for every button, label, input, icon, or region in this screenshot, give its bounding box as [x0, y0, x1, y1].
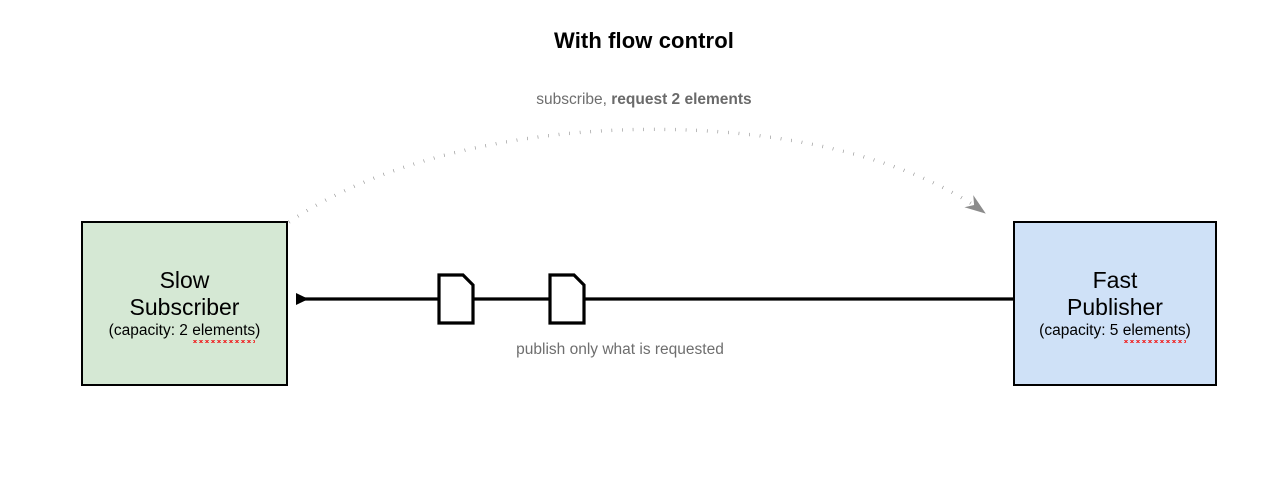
page-title: With flow control — [554, 28, 734, 53]
node-slow-subscriber-title: Slow Subscriber — [129, 267, 240, 320]
subscribe-request-label: subscribe, request 2 elements — [0, 92, 1288, 108]
capacity-word-misspelled: elements — [192, 321, 256, 343]
flow-element-1 — [437, 273, 475, 325]
node-fast-publisher-title: Fast Publisher — [1067, 267, 1163, 320]
flow-element-2 — [548, 273, 586, 325]
subscribe-label-request: request 2 elements — [611, 91, 752, 108]
node-fast-publisher[interactable]: Fast Publisher (capacity: 5 elements) — [1013, 221, 1217, 386]
capacity-suffix: ) — [1185, 321, 1191, 339]
node-slow-subscriber[interactable]: Slow Subscriber (capacity: 2 elements) — [81, 221, 288, 386]
subscribe-label-prefix: subscribe, — [536, 91, 612, 108]
capacity-prefix: (capacity: 2 — [108, 321, 193, 339]
node-fast-publisher-capacity: (capacity: 5 elements) — [1039, 321, 1191, 343]
capacity-word-misspelled: elements — [1122, 321, 1186, 343]
request-edge-dotted-arc — [288, 127, 986, 224]
node-slow-subscriber-capacity: (capacity: 2 elements) — [108, 321, 261, 343]
capacity-suffix: ) — [255, 321, 261, 339]
capacity-prefix: (capacity: 5 — [1039, 321, 1123, 339]
publish-label: publish only what is requested — [516, 341, 724, 358]
